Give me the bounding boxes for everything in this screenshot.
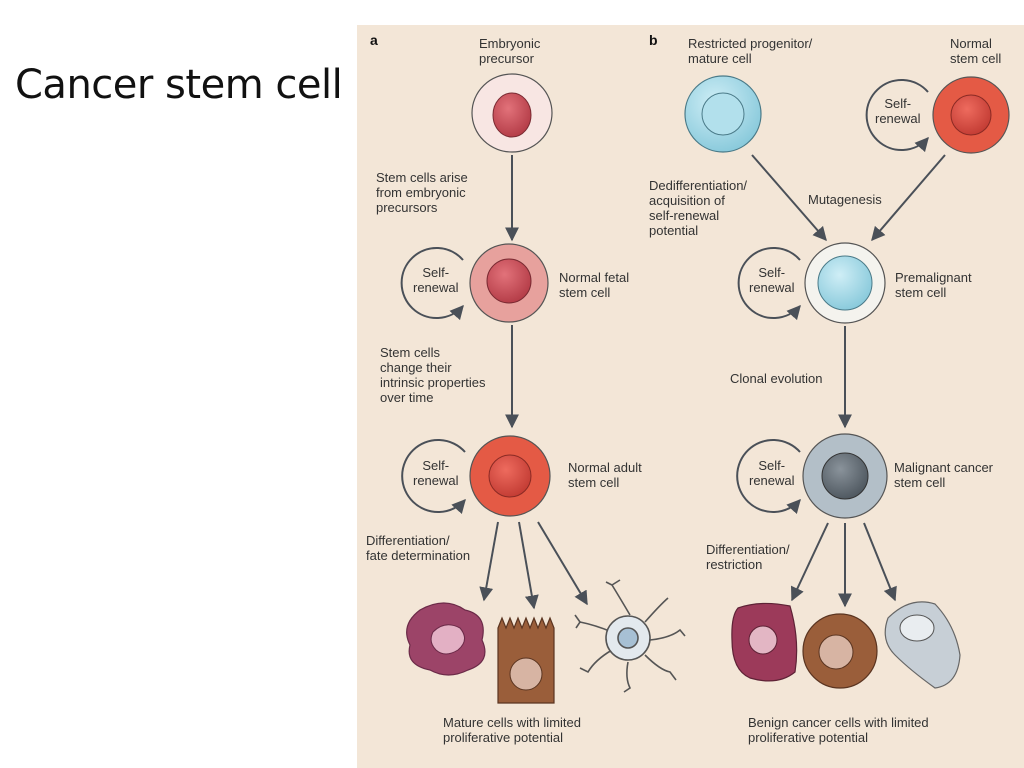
slide-title: Cancer stem cell (15, 62, 343, 108)
mutagenesis-label: Mutagenesis (808, 192, 882, 207)
self-renewal-loop-b-top (865, 79, 929, 153)
restricted-progenitor-cell (684, 75, 762, 153)
clonal-evolution-label: Clonal evolution (730, 371, 823, 386)
panel-a-letter: a (370, 32, 378, 48)
premalignant-stem-cell (804, 242, 886, 324)
differentiation-restriction-label: Differentiation/ restriction (706, 542, 790, 572)
benign-cells-label: Benign cancer cells with limited prolife… (748, 715, 929, 745)
self-renewal-a2-label: Self- renewal (413, 458, 459, 488)
dedifferentiation-label: Dedifferentiation/ acquisition of self-r… (649, 178, 748, 238)
self-renewal-loop-a2 (401, 439, 466, 515)
normal-stem-cell-label: Normal stem cell (950, 36, 1002, 66)
restricted-progenitor-label: Restricted progenitor/ mature cell (688, 36, 813, 66)
self-renewal-a1-label: Self- renewal (413, 265, 459, 295)
embryonic-precursor-label: Embryonic precursor (479, 36, 541, 66)
normal-stem-cell-b (932, 76, 1010, 154)
benign-cell-brown (802, 613, 878, 689)
arrow-b-dediff (751, 154, 827, 242)
arrow-b-3 (863, 522, 897, 602)
fetal-stem-cell-label: Normal fetal stem cell (559, 270, 630, 300)
arrow-a4 (518, 521, 539, 610)
mature-cells-label: Mature cells with limited proliferative … (443, 715, 581, 745)
self-renewal-loop-b-premalignant (737, 247, 801, 321)
differentiation-a-label: Differentiation/ fate determination (366, 533, 471, 563)
arrow-b-mutagenesis (871, 154, 946, 242)
self-renewal-b-top-label: Self- renewal (875, 96, 921, 126)
benign-cell-grey (884, 601, 961, 689)
arrow-a5 (537, 521, 588, 606)
self-renewal-loop-a1 (400, 247, 464, 321)
arrow-b-1 (790, 522, 829, 602)
self-renewal-premalignant-label: Self- renewal (749, 265, 795, 295)
adult-stem-cell (469, 435, 551, 517)
premalignant-stem-cell-label: Premalignant stem cell (895, 270, 972, 300)
mature-cell-columnar (497, 616, 555, 704)
mature-cell-blob (406, 602, 486, 676)
mature-cell-dendritic (574, 579, 686, 693)
arrow-a2-label: Stem cells change their intrinsic proper… (380, 345, 486, 405)
self-renewal-loop-b-malignant (736, 439, 801, 515)
panel-b-letter: b (649, 32, 658, 48)
arrow-a3 (479, 521, 499, 602)
malignant-cancer-stem-cell (802, 433, 888, 519)
arrow-a1-label: Stem cells arise from embryonic precurso… (376, 170, 468, 215)
embryonic-precursor-cell (471, 73, 553, 153)
fetal-stem-cell (469, 243, 549, 323)
adult-stem-cell-label: Normal adult stem cell (568, 460, 642, 490)
benign-cell-magenta (731, 602, 798, 682)
self-renewal-malignant-label: Self- renewal (749, 458, 795, 488)
malignant-stem-cell-label: Malignant cancer stem cell (894, 460, 993, 490)
